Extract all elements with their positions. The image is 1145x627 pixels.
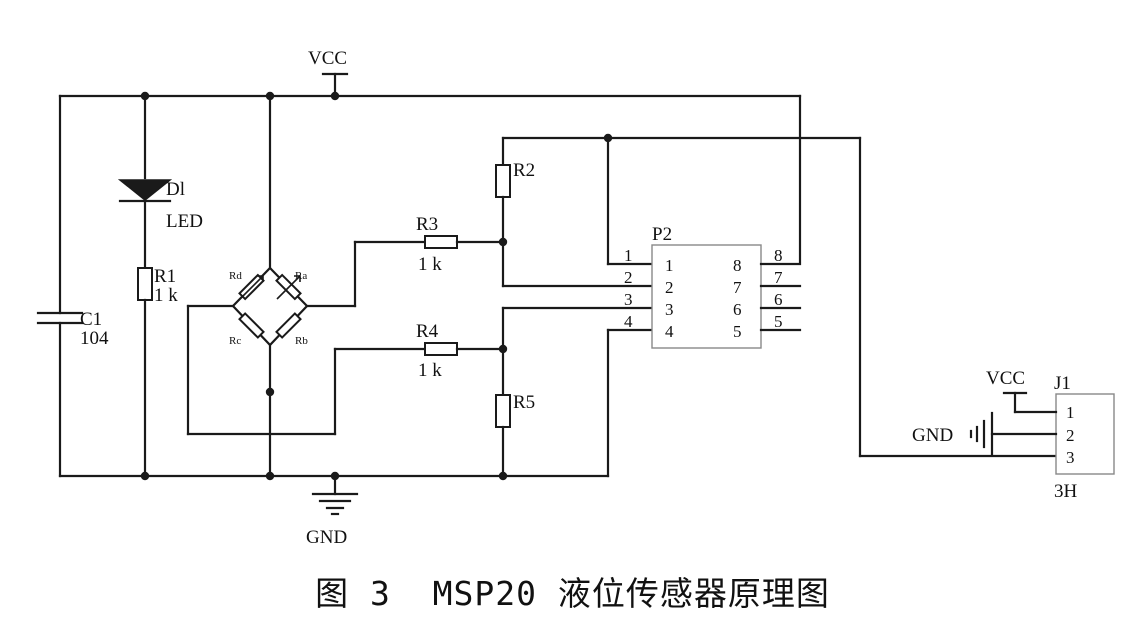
d1-value: LED — [166, 211, 203, 232]
connector-j1: J1 3H 1 2 3 VCC GND — [912, 368, 1115, 502]
c1-ref: C1 — [80, 309, 102, 330]
p2-wire-label-8: 8 — [774, 246, 783, 265]
j1-pin-1: 1 — [1066, 403, 1075, 422]
led-d1: Dl LED — [117, 94, 203, 269]
j1-pin-2: 2 — [1066, 426, 1075, 445]
p2-left-pin-2: 2 — [665, 278, 674, 297]
output-wire — [858, 136, 1058, 458]
p2-right-pin-8: 8 — [733, 256, 742, 275]
j1-pin-3: 3 — [1066, 448, 1075, 467]
r2-ref: R2 — [513, 160, 535, 181]
bridge-rb-label: Rb — [295, 335, 308, 347]
c1-value: 104 — [80, 328, 109, 349]
gnd-symbol: GND — [306, 474, 359, 548]
j1-ref: J1 — [1054, 373, 1071, 394]
r3-value: 1 k — [418, 254, 442, 275]
junction-dots — [140, 91, 613, 481]
gnd-label: GND — [306, 527, 347, 548]
vcc-label: VCC — [308, 48, 347, 69]
p2-wire-label-3: 3 — [624, 290, 633, 309]
r3-ref: R3 — [416, 214, 438, 235]
bridge-rc-label: Rc — [229, 335, 241, 347]
vcc-symbol: VCC — [308, 48, 349, 98]
j1-gnd-label: GND — [912, 425, 953, 446]
p2-right-pin-7: 7 — [733, 278, 742, 297]
connector-p2: P2 1 2 3 4 8 7 6 5 1 2 3 4 8 7 6 5 — [606, 136, 802, 349]
r4-ref: R4 — [416, 321, 439, 342]
p2-wire-label-7: 7 — [774, 268, 783, 287]
bridge-ra-label: Ra — [295, 270, 307, 282]
r1-ref: R1 — [154, 266, 176, 287]
j1-vcc-label: VCC — [986, 368, 1025, 389]
capacitor-c1: C1 104 — [36, 94, 109, 478]
p2-ref: P2 — [652, 224, 672, 245]
p2-wire-label-5: 5 — [774, 312, 783, 331]
r4-value: 1 k — [418, 360, 442, 381]
p2-wire-label-2: 2 — [624, 268, 633, 287]
resistor-r4: R4 1 k — [416, 321, 505, 381]
bridge-rd-label: Rd — [229, 270, 242, 282]
resistor-r2: R2 — [495, 136, 862, 288]
p2-right-pin-5: 5 — [733, 322, 742, 341]
resistor-r5: R5 — [495, 306, 654, 478]
p2-right-pin-6: 6 — [733, 300, 742, 319]
p2-left-pin-4: 4 — [665, 322, 674, 341]
r1-value: 1 k — [154, 285, 178, 306]
d1-ref: Dl — [166, 179, 185, 200]
j1-value: 3H — [1054, 481, 1078, 502]
p2-left-pin-1: 1 — [665, 256, 674, 275]
vcc-rail — [58, 94, 802, 264]
r5-ref: R5 — [513, 392, 535, 413]
p2-wire-label-4: 4 — [624, 312, 633, 331]
p2-wire-label-6: 6 — [774, 290, 783, 309]
p2-left-pin-3: 3 — [665, 300, 674, 319]
p2-wire-label-1: 1 — [624, 246, 633, 265]
sensor-bridge: Ra Rb Rc Rd — [186, 94, 427, 478]
figure-caption: 图 3 MSP20 液位传感器原理图 — [315, 574, 830, 613]
resistor-r3: R3 1 k — [416, 214, 505, 275]
resistor-r1: R1 1 k — [137, 266, 178, 478]
